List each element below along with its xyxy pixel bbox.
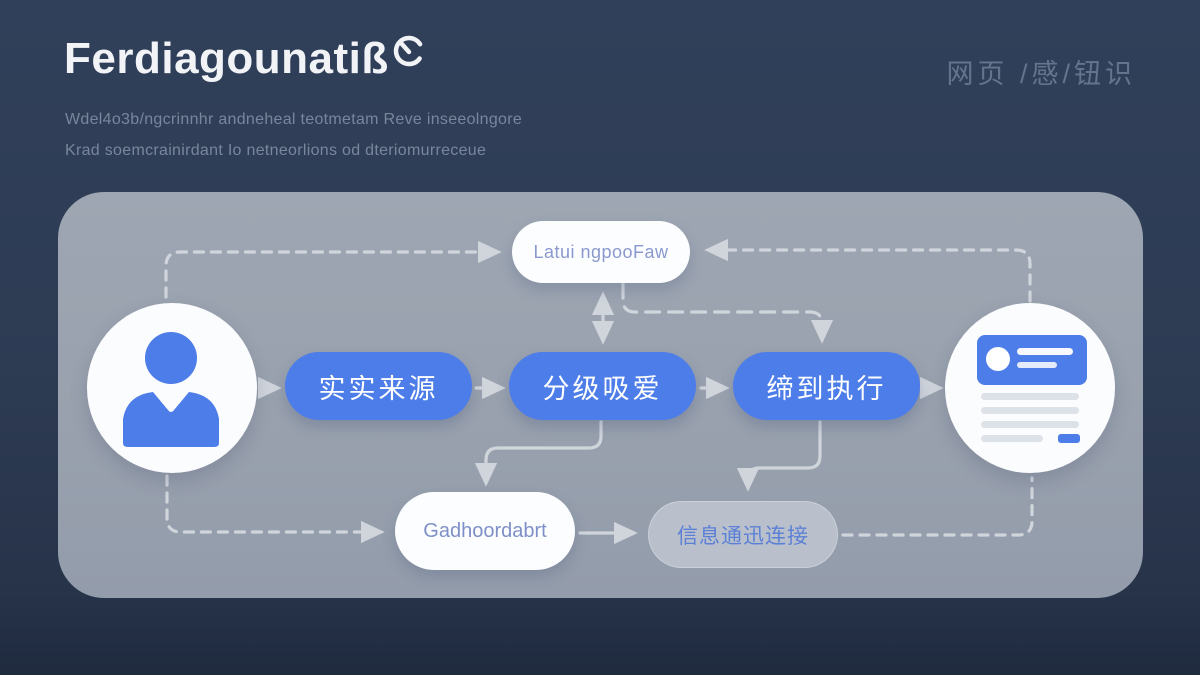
page-header: Ferdiagounatiß — [64, 34, 427, 84]
bottom-right-label: 信息通迅连接 — [677, 524, 809, 548]
subtitle-line-2: Krad soemcrainirdant Io netneorlions od … — [65, 142, 487, 160]
page-subtitle: Wdel4o3b/ngcrinnhr andneheal teotmetam R… — [65, 104, 585, 166]
top-node: Latui ngpooFaw — [512, 221, 690, 283]
gauge-icon — [389, 31, 427, 74]
top-node-label: Latui ngpooFaw — [533, 241, 669, 262]
step-1-label: 实实来源 — [318, 373, 439, 404]
document-card-icon — [945, 301, 1115, 476]
step-2-node: 分级吸爱 — [509, 352, 696, 420]
corner-label: 网页 /感/钮识 — [946, 59, 1136, 89]
bottom-left-node: Gadhoordabrt — [395, 492, 575, 570]
subtitle-line-1: Wdel4o3b/ngcrinnhr andneheal teotmetam R… — [65, 111, 523, 128]
step-1-node: 实实来源 — [285, 352, 472, 420]
bottom-left-label: Gadhoordabrt — [423, 519, 547, 542]
page-title: Ferdiagounatiß — [64, 34, 389, 83]
step-3-label: 缔到执行 — [766, 373, 887, 404]
bottom-right-node: 信息通迅连接 — [648, 501, 838, 568]
user-node — [87, 303, 257, 473]
document-node — [945, 303, 1115, 473]
step-3-node: 缔到执行 — [733, 352, 920, 420]
step-2-label: 分级吸爱 — [542, 373, 663, 404]
user-icon — [87, 301, 257, 476]
